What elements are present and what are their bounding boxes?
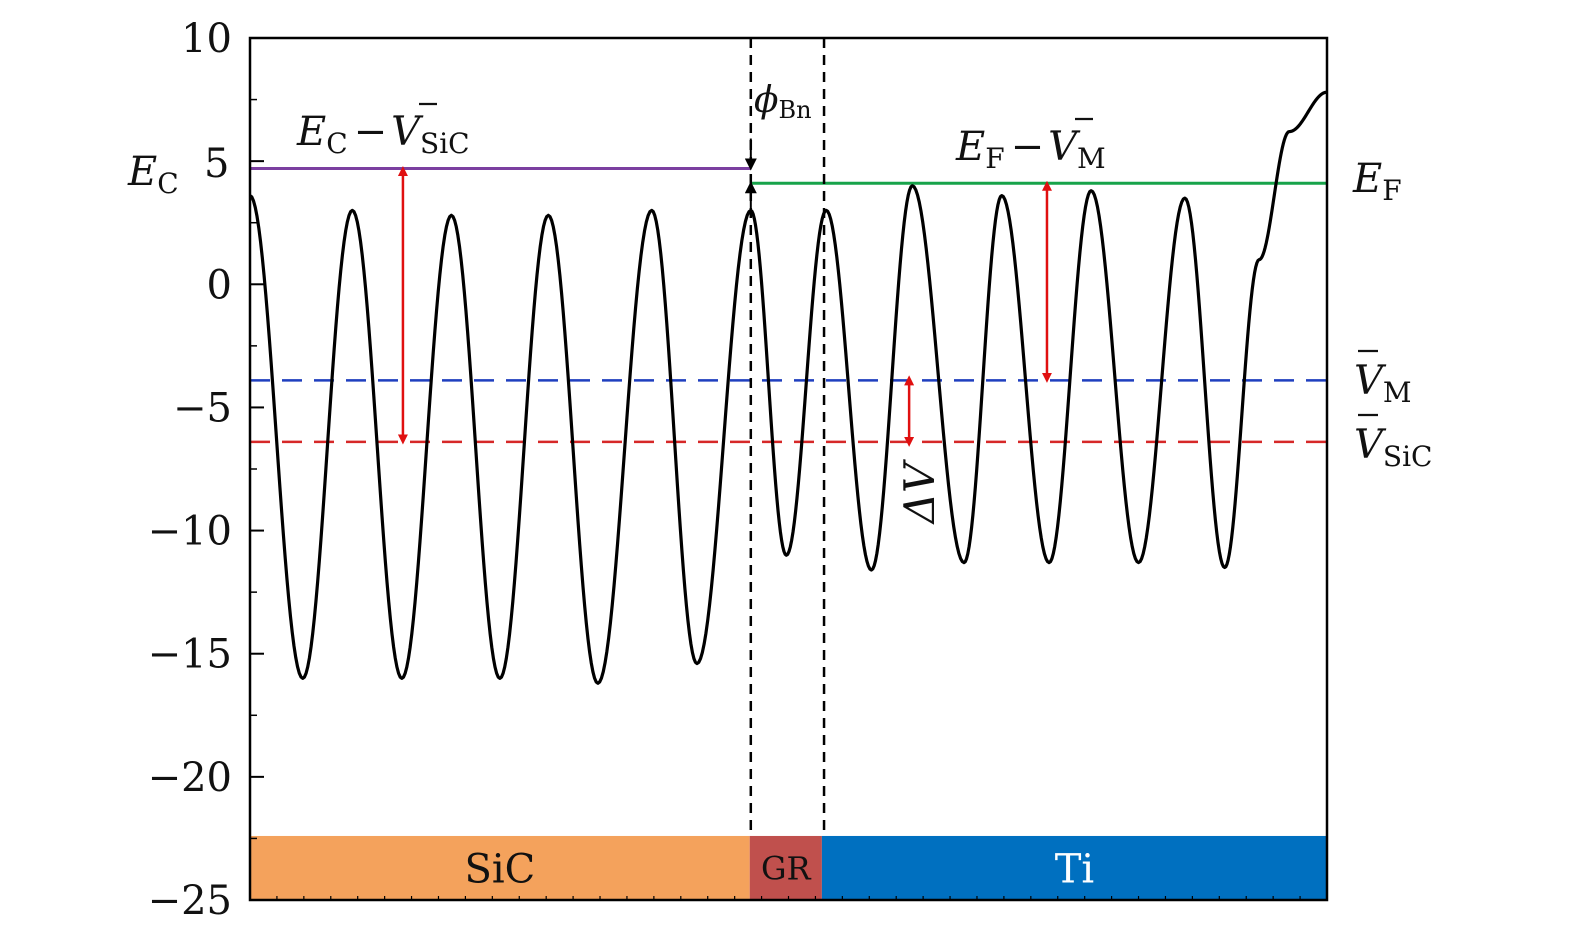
y-tick-label: 0 — [207, 262, 232, 308]
ef-right-label: EF — [1352, 156, 1402, 207]
y-tick-label-5-inline: 5 — [204, 141, 229, 187]
potential-curve-group — [250, 90, 1327, 685]
svg-text:VM: VM — [1354, 358, 1412, 409]
potential-curve — [250, 90, 1327, 685]
ec-left-label: EC 5 — [127, 141, 229, 200]
svg-text:ϕBn: ϕBn — [754, 80, 812, 124]
arrows — [397, 138, 1052, 447]
region-label-gr: GR — [761, 850, 812, 888]
svg-text:EC: EC — [127, 149, 179, 200]
y-tick-label: −5 — [173, 385, 232, 431]
region-ti — [821, 835, 1327, 900]
svg-text:EF−VM: EF−VM — [955, 124, 1106, 175]
y-tick-label: −25 — [148, 878, 232, 924]
region-gr — [749, 835, 822, 900]
vsic-right-label: VSiC — [1354, 413, 1432, 473]
y-tick-label: 10 — [181, 16, 232, 62]
delta-v-label: ΔV — [895, 459, 944, 525]
energy-levels — [250, 167, 1327, 444]
y-axis-ticks: 10 0 −5 −10 −15 −20 −25 — [148, 16, 264, 924]
material-regions: SiC GR Ti — [250, 835, 1327, 900]
y-tick-label: −10 — [148, 509, 232, 555]
interface-lines — [749, 38, 826, 836]
x-axis-ticks — [249, 896, 1328, 900]
phi-bn-label: ϕBn — [754, 80, 812, 124]
region-label-sic: SiC — [464, 846, 535, 892]
vm-right-label: VM — [1354, 349, 1412, 409]
ef-minus-vm-label: EF−VM — [955, 117, 1106, 175]
y-tick-label: −20 — [148, 755, 232, 801]
ec-minus-vsic-label: EC−VSiC — [296, 102, 470, 160]
svg-text:EF: EF — [1352, 156, 1402, 207]
svg-text:VSiC: VSiC — [1354, 422, 1432, 473]
region-sic — [250, 835, 750, 900]
y-tick-label: −15 — [148, 632, 232, 678]
region-label-ti: Ti — [1055, 846, 1094, 892]
svg-text:EC−VSiC: EC−VSiC — [296, 109, 470, 160]
